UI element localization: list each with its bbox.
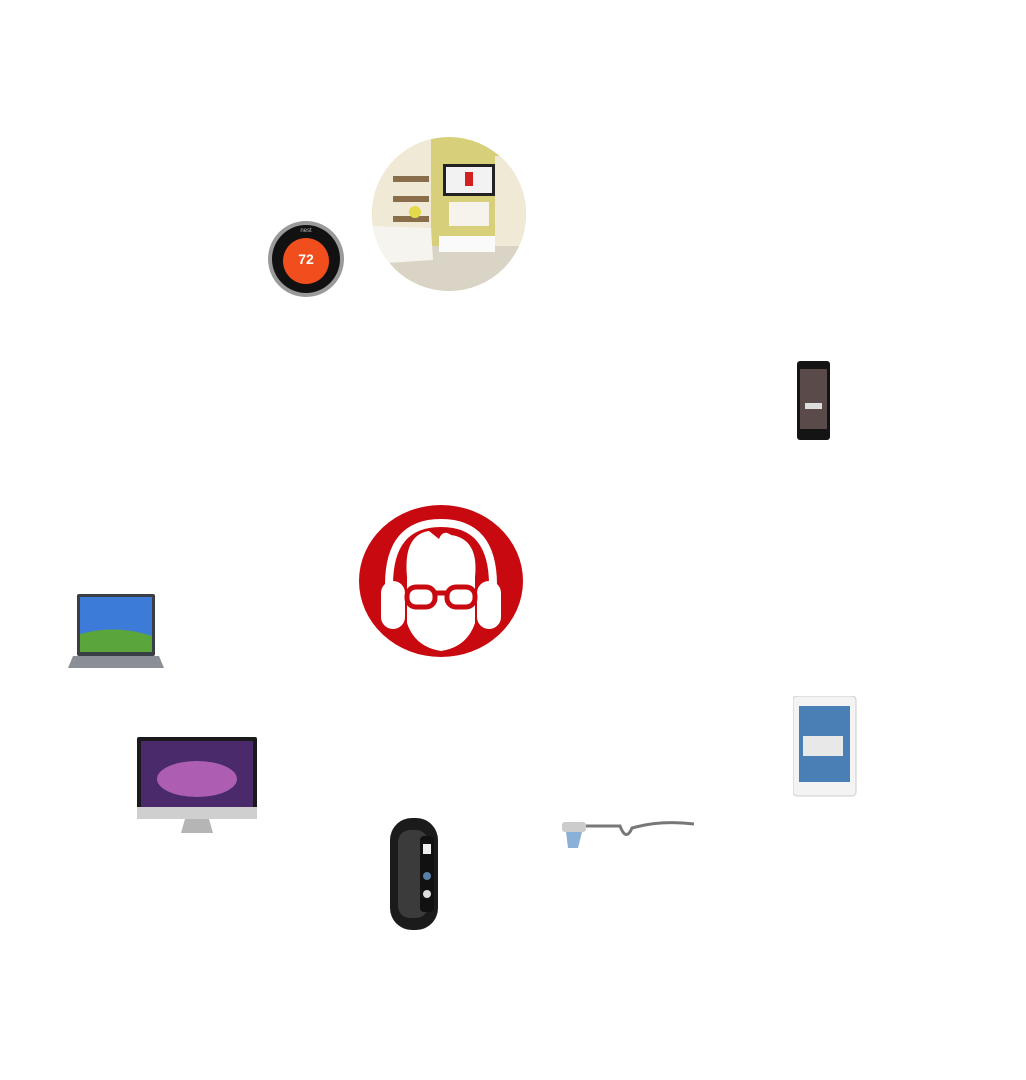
desktop-computer — [137, 737, 258, 836]
smart-glasses — [560, 818, 696, 852]
fitness-band — [388, 818, 444, 932]
thermostat-temperature: 72 — [298, 251, 314, 267]
tablet — [793, 696, 857, 798]
thermostat-brand: nest — [300, 228, 312, 234]
headphones-logo — [359, 505, 523, 658]
living-room-image — [371, 136, 527, 292]
thermostat: nest 72 — [267, 220, 345, 298]
smartphone — [796, 361, 832, 441]
laptop — [68, 594, 164, 671]
